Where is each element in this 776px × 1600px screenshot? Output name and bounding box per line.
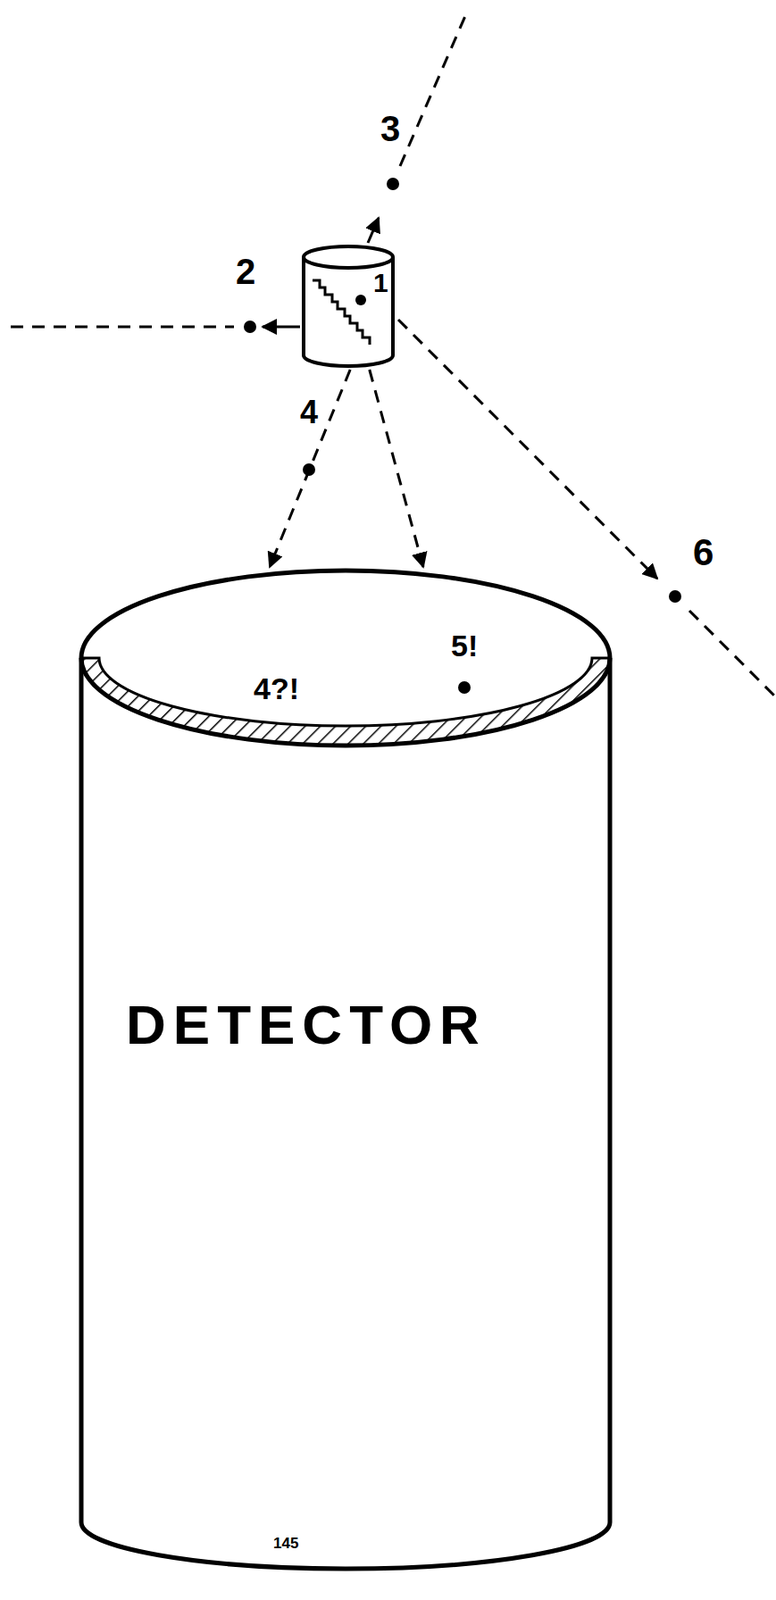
page-number: 145 xyxy=(271,1535,301,1552)
sample-cylinder-outline xyxy=(300,244,397,368)
hit-note: 5! xyxy=(449,630,480,661)
path-line xyxy=(398,319,658,579)
hit-note: 4?! xyxy=(251,673,301,704)
callout-number: 3 xyxy=(378,110,402,147)
callout-number: 2 xyxy=(233,253,258,290)
particle-track xyxy=(269,369,351,568)
detector-cylinder-outline xyxy=(79,568,613,1572)
path-line xyxy=(400,9,468,167)
particle-dot xyxy=(668,590,682,603)
sample-cylinder: 1 xyxy=(300,244,397,368)
detector-cylinder: DETECTOR xyxy=(79,568,613,1572)
detector-body xyxy=(81,658,610,1569)
particle-dot xyxy=(243,320,257,334)
detector-top xyxy=(81,570,610,746)
detector-label: DETECTOR xyxy=(124,997,489,1053)
particle-dot xyxy=(355,294,367,306)
callout-number: 1 xyxy=(371,269,391,297)
random-walk xyxy=(312,280,370,345)
path-line xyxy=(689,610,776,698)
particle-dot xyxy=(386,177,400,191)
particle-track xyxy=(369,369,424,568)
callout-number: 4 xyxy=(298,396,320,429)
sample-outline xyxy=(303,246,393,367)
emission-arrow xyxy=(262,325,301,329)
callout-number: 6 xyxy=(691,534,716,572)
emission-arrow xyxy=(367,217,379,243)
particle-dot xyxy=(458,681,471,694)
detector-rim xyxy=(81,658,610,746)
path-line xyxy=(10,325,234,329)
